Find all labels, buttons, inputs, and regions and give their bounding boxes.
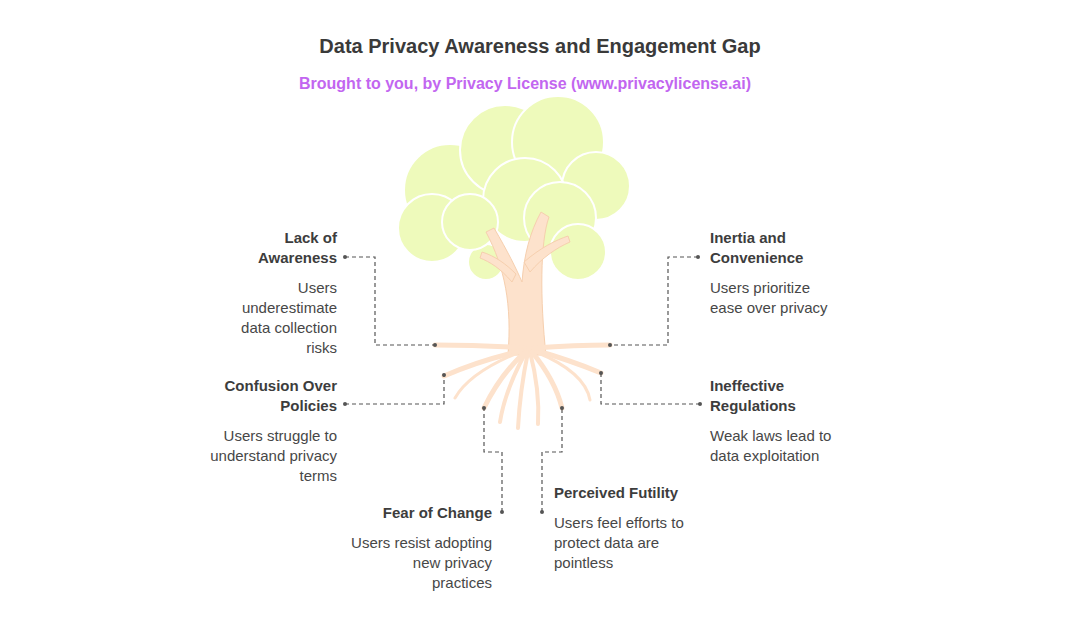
factor-heading: Perceived Futility — [554, 483, 696, 503]
factor-description: Users struggle to understand privacy ter… — [209, 426, 337, 486]
leader-dots — [343, 255, 702, 514]
tree-canopy — [398, 96, 630, 280]
factor-heading: Fear of Change — [350, 503, 492, 523]
factor-callout: Confusion Over PoliciesUsers struggle to… — [209, 376, 337, 486]
factor-callout: Lack of AwarenessUsers underestimate dat… — [215, 228, 337, 358]
factor-heading: Inertia and Convenience — [710, 228, 840, 268]
sponsor-note: Brought to you, by Privacy License (www.… — [0, 75, 1050, 93]
factor-description: Users underestimate data collection risk… — [215, 278, 337, 358]
factor-description: Users prioritize ease over privacy — [710, 278, 840, 318]
tree-trunk — [480, 212, 570, 355]
factor-callout: Perceived FutilityUsers feel efforts to … — [554, 483, 696, 573]
diagram-title: Data Privacy Awareness and Engagement Ga… — [0, 35, 1080, 58]
tree-roots — [435, 345, 610, 428]
factor-callout: Fear of ChangeUsers resist adopting new … — [350, 503, 492, 593]
factor-heading: Lack of Awareness — [215, 228, 337, 268]
factor-description: Users resist adopting new privacy practi… — [350, 533, 492, 593]
factor-heading: Confusion Over Policies — [209, 376, 337, 416]
factor-description: Users feel efforts to protect data are p… — [554, 513, 696, 573]
factor-heading: Ineffective Regulations — [710, 376, 842, 416]
factor-description: Weak laws lead to data exploitation — [710, 426, 842, 466]
leader-lines — [345, 257, 700, 512]
factor-callout: Inertia and ConvenienceUsers prioritize … — [710, 228, 840, 318]
factor-callout: Ineffective RegulationsWeak laws lead to… — [710, 376, 842, 466]
